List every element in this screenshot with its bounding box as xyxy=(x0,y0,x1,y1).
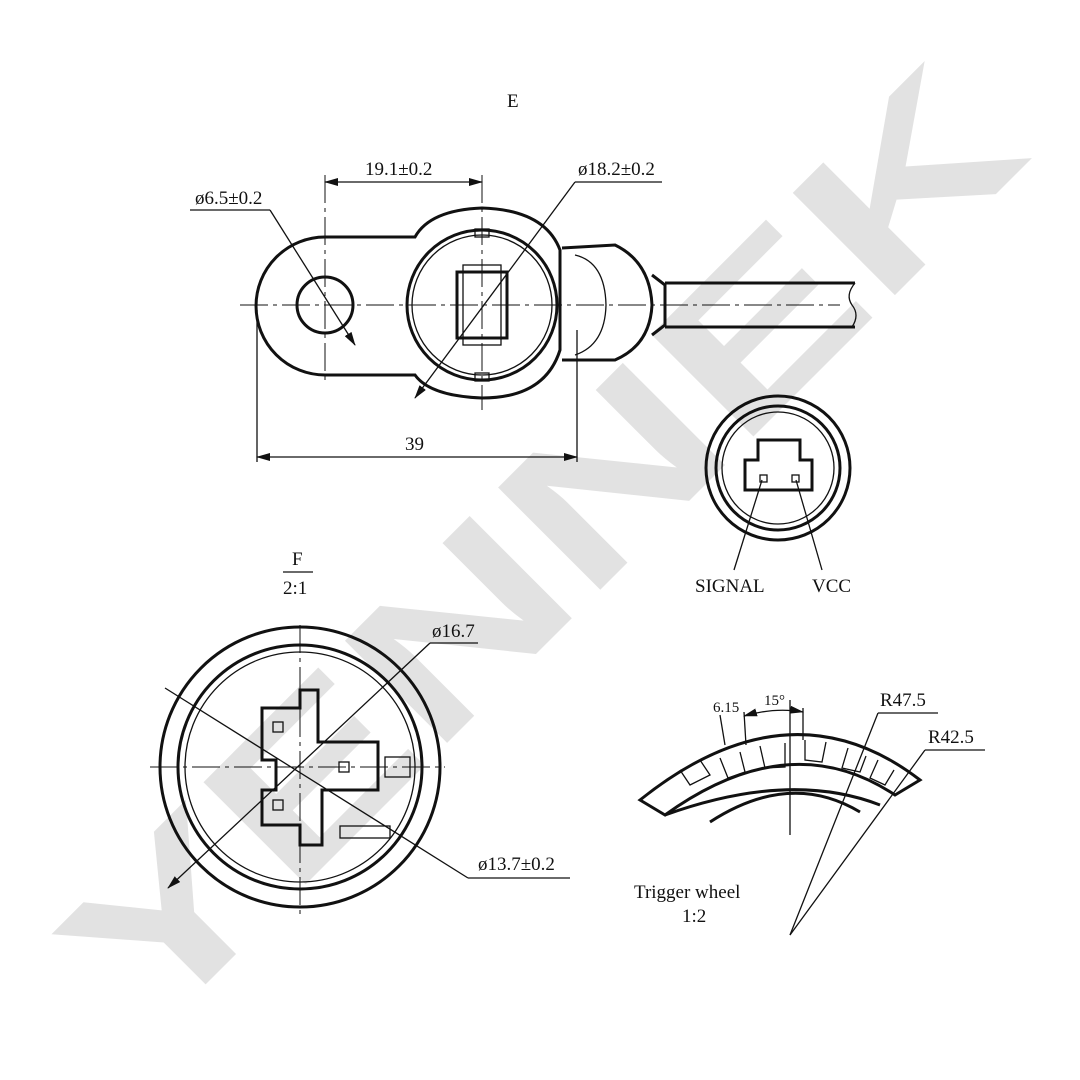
dim-outer-diameter: ø16.7 xyxy=(432,621,475,642)
dim-hole-diameter: ø6.5±0.2 xyxy=(195,188,262,209)
connector-face: SIGNAL VCC xyxy=(695,394,852,597)
trigger-wheel-scale: 1:2 xyxy=(682,906,706,927)
watermark: YENNEK xyxy=(16,22,1066,1072)
view-f: F 2:1 ø16.7 ø13.7±0.2 xyxy=(150,549,570,915)
dim-inner-radius: R42.5 xyxy=(928,727,974,748)
view-e: E 19.1±0.2 ø6.5±0.2 ø18.2±0.2 39 xyxy=(190,91,857,462)
dim-body-diameter: ø18.2±0.2 xyxy=(578,159,655,180)
pin-vcc-label: VCC xyxy=(812,576,851,597)
dim-tooth-angle: 15° xyxy=(764,693,785,709)
watermark-text: YENNEK xyxy=(16,22,1066,1072)
view-f-scale: 2:1 xyxy=(283,578,307,599)
dim-outer-radius: R47.5 xyxy=(880,690,926,711)
view-f-label: F xyxy=(292,549,303,570)
dim-inner-diameter: ø13.7±0.2 xyxy=(478,854,555,875)
view-e-label: E xyxy=(507,91,519,112)
dim-tooth-width: 6.15 xyxy=(713,700,739,716)
pin-signal-label: SIGNAL xyxy=(695,576,765,597)
dim-length: 39 xyxy=(405,434,424,455)
trigger-wheel: 6.15 15° R47.5 R42.5 Trigger wheel 1:2 xyxy=(634,690,985,936)
trigger-wheel-title: Trigger wheel xyxy=(634,882,740,903)
dim-center-distance: 19.1±0.2 xyxy=(365,159,432,180)
